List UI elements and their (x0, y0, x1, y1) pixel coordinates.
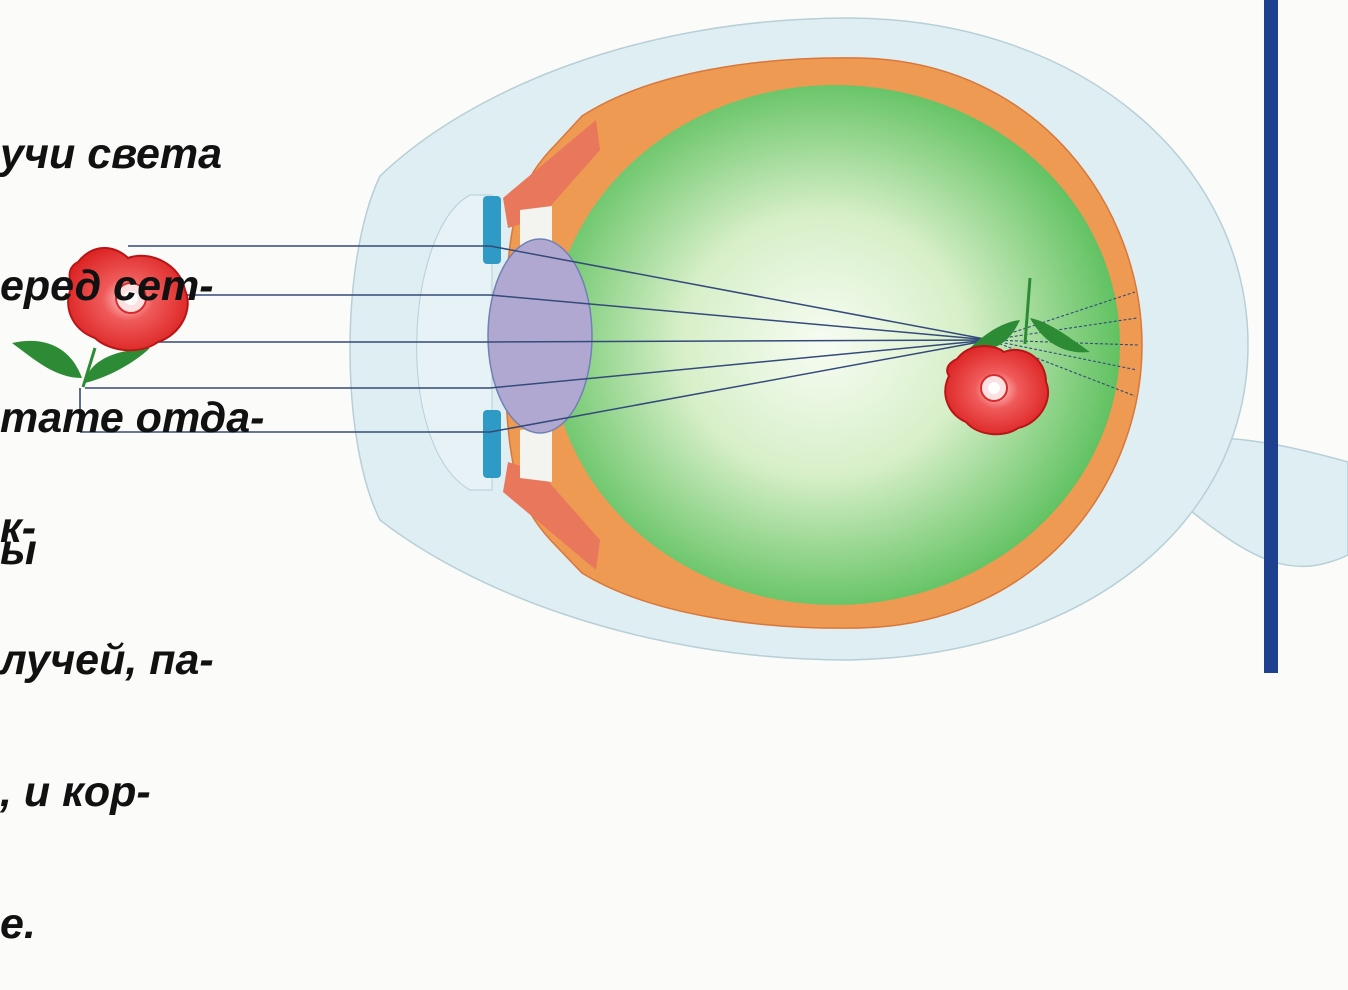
caption-line: к- (0, 506, 214, 550)
caption-text-bottom: к- лучей, па- , и кор- е. (0, 418, 214, 990)
lens (488, 239, 592, 433)
cornea-blue-bottom (483, 410, 501, 478)
caption-line: учи света (0, 132, 264, 176)
vitreous-body (550, 85, 1120, 605)
caption-line: лучей, па- (0, 638, 214, 682)
caption-line: еред сет- (0, 264, 264, 308)
caption-line: е. (0, 902, 214, 946)
page-divider (1264, 0, 1278, 673)
caption-line: , и кор- (0, 770, 214, 814)
cornea-blue-top (483, 196, 501, 264)
zonule-bottom (520, 426, 552, 482)
